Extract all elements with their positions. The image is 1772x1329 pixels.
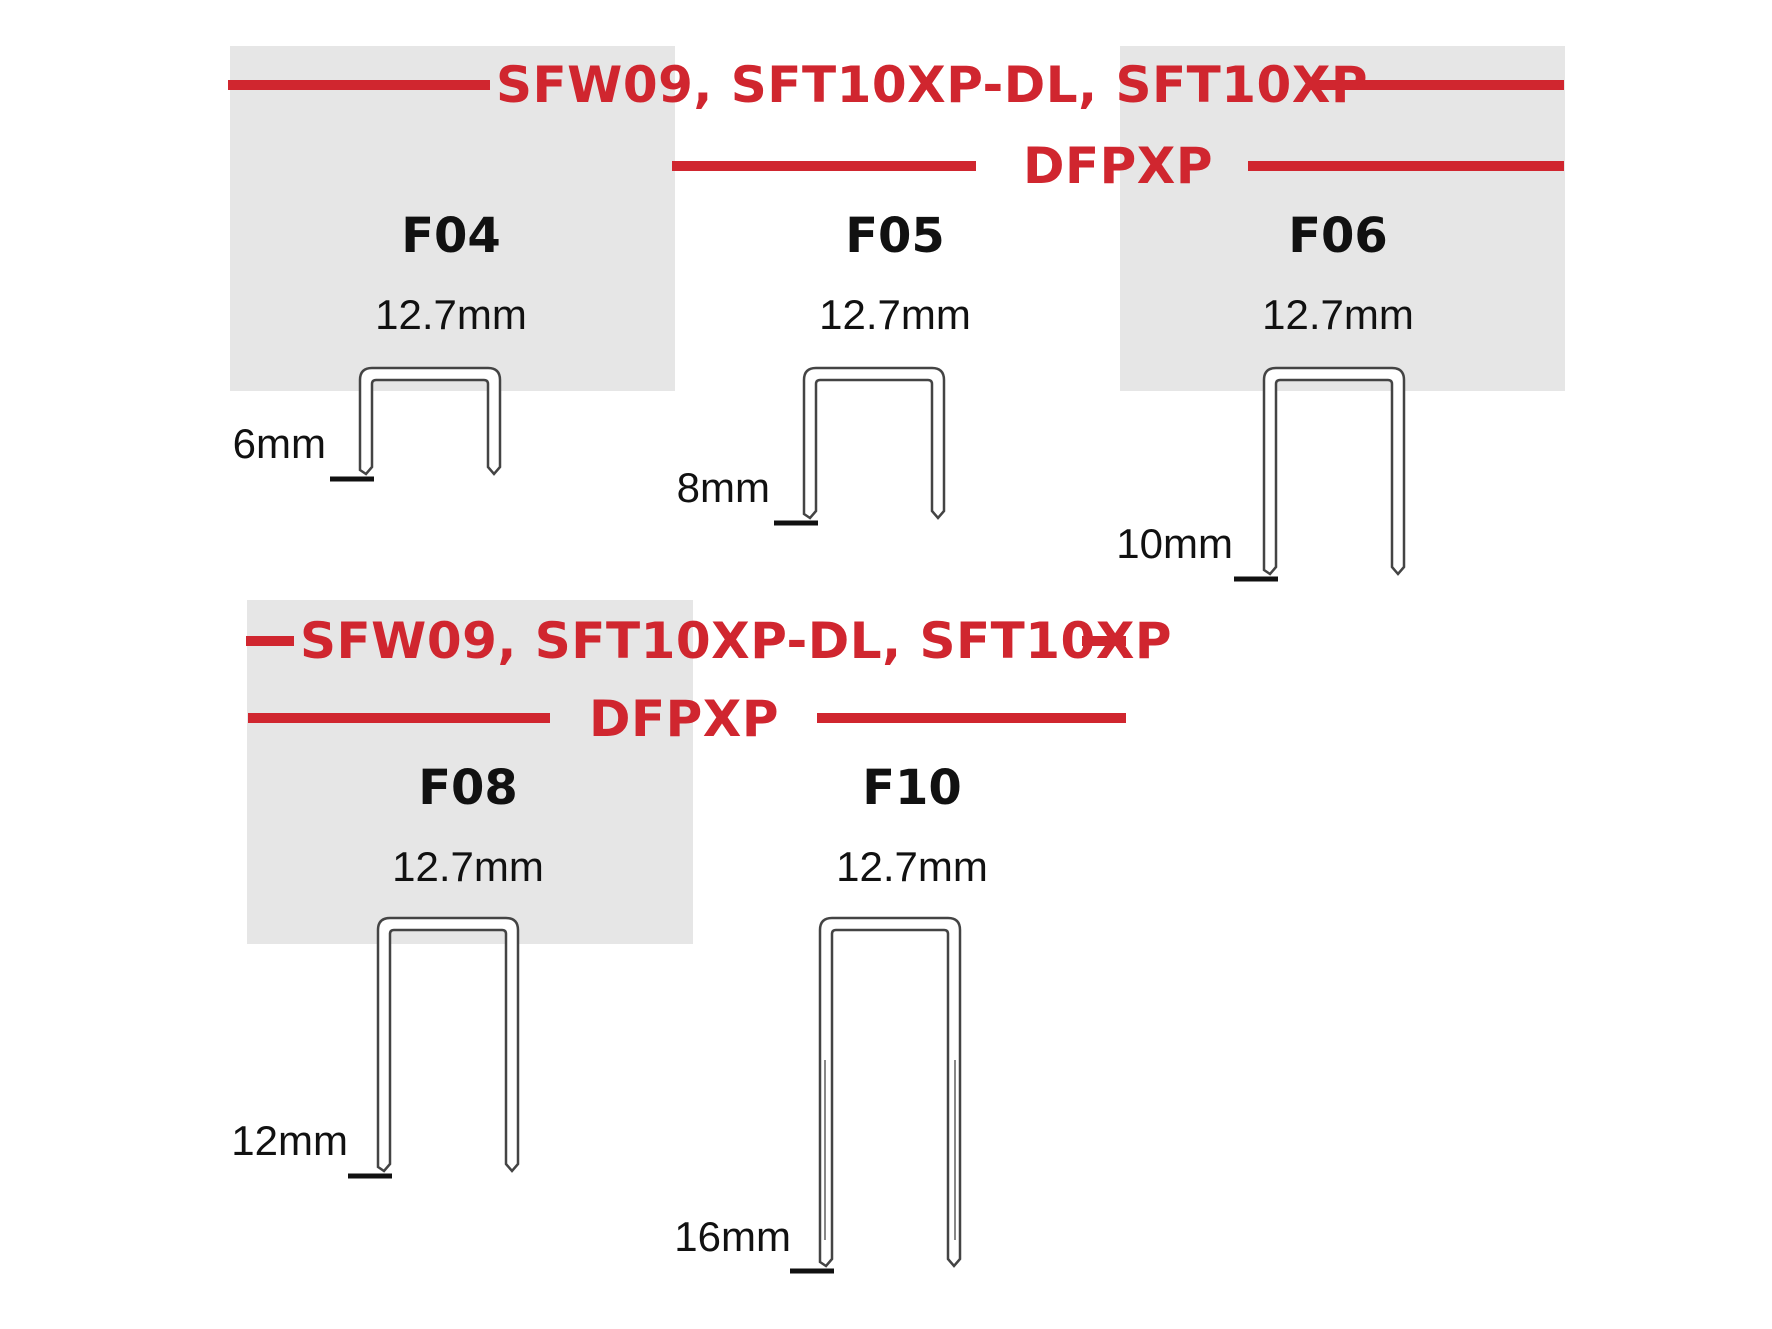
- staple-code-f08: F08: [418, 760, 518, 816]
- leg-length-f04: 6mm: [232, 420, 326, 467]
- staple-drawing-f04: [330, 366, 502, 482]
- top-compat-rule-left: [228, 80, 490, 90]
- top-dfpxp-model: DFPXP: [1023, 137, 1213, 195]
- top-compat-models: SFW09, SFT10XP-DL, SFT10XP: [496, 56, 1369, 114]
- leg-length-f05: 8mm: [676, 464, 770, 511]
- leg-length-f10: 16mm: [674, 1213, 791, 1260]
- staple-code-f06: F06: [1288, 208, 1388, 264]
- crown-width-f08: 12.7mm: [392, 843, 544, 890]
- crown-width-f04: 12.7mm: [375, 291, 527, 338]
- bottom-compat-rule-left: [246, 636, 294, 646]
- bottom-compat-models: SFW09, SFT10XP-DL, SFT10XP: [300, 612, 1173, 670]
- staple-drawing-f05: [774, 366, 946, 526]
- crown-width-f06: 12.7mm: [1262, 291, 1414, 338]
- crown-width-f05: 12.7mm: [819, 291, 971, 338]
- panel-f08-background: [247, 600, 693, 944]
- top-dfpxp-rule-left: [672, 161, 976, 171]
- bottom-dfpxp-rule-right: [817, 713, 1126, 723]
- leg-length-f06: 10mm: [1116, 520, 1233, 567]
- staple-drawing-f08: [348, 916, 520, 1179]
- staple-code-f10: F10: [862, 760, 962, 816]
- bottom-dfpxp-model: DFPXP: [589, 690, 779, 748]
- leg-length-f08: 12mm: [231, 1117, 348, 1164]
- panel-f04-background: [230, 46, 675, 391]
- top-dfpxp-rule-right: [1248, 161, 1564, 171]
- bottom-dfpxp-rule-left: [248, 713, 550, 723]
- top-compat-rule-right: [1308, 80, 1564, 90]
- staple-drawing-f06: [1234, 366, 1406, 582]
- crown-width-f10: 12.7mm: [836, 843, 988, 890]
- bottom-compat-rule-right: [1082, 636, 1126, 646]
- panel-f06-background: [1120, 46, 1565, 391]
- staple-drawing-f10: [790, 916, 962, 1274]
- staple-code-f05: F05: [845, 208, 945, 264]
- staple-code-f04: F04: [401, 208, 501, 264]
